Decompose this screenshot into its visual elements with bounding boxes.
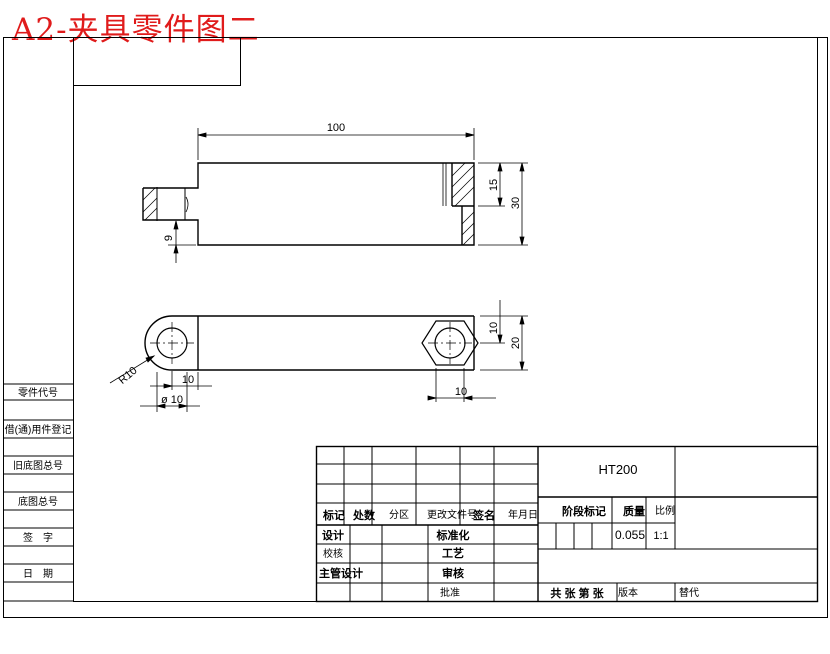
- material-label: HT200: [598, 462, 637, 477]
- dim-slot-depth: 9: [163, 235, 175, 241]
- rev-header-mark: 标记: [322, 508, 345, 522]
- rev-header-date: 年月日: [508, 508, 538, 521]
- sign-row-process: 工艺: [442, 546, 464, 560]
- sign-row-design: 设计: [322, 528, 344, 542]
- stage-mark-label: 阶段标记: [562, 504, 606, 518]
- side-label-signature: 签 字: [23, 531, 53, 544]
- sign-row-review: 审核: [442, 566, 464, 580]
- drawing-title: A2-夹具零件图二: [12, 12, 260, 48]
- version-label: 版本: [618, 586, 638, 599]
- side-label-date: 日 期: [23, 568, 53, 580]
- dim-radius: R10: [116, 365, 139, 387]
- sign-row-approve: 批准: [440, 586, 460, 599]
- dim-step-height: 15: [488, 179, 500, 191]
- dim-total-height: 30: [510, 197, 522, 209]
- outer-border: [3, 37, 828, 618]
- centerlines: [150, 322, 472, 364]
- rev-header-doc-no: 更改文件号: [427, 508, 477, 521]
- side-label-part-code: 零件代号: [18, 387, 58, 399]
- dim-hex-half: 10: [488, 322, 500, 334]
- front-dims: [168, 128, 528, 263]
- title-block-grid: [315, 445, 819, 603]
- dim-width: 20: [510, 337, 522, 349]
- side-label-old-drawing: 旧底图总号: [13, 459, 63, 472]
- mass-label: 质量: [623, 504, 645, 518]
- top-left-box: [73, 37, 241, 86]
- scale-label: 比例: [655, 504, 675, 517]
- side-label-borrowed: 借(通)用件登记: [5, 423, 72, 436]
- top-dims: [109, 300, 528, 412]
- dim-hole-diameter: ø 10: [161, 394, 183, 406]
- sign-row-check: 校核: [323, 547, 343, 560]
- sign-row-standard: 标准化: [436, 528, 470, 542]
- left-strip: [3, 383, 73, 602]
- rev-header-count: 处数: [352, 508, 376, 522]
- front-view: [142, 162, 475, 246]
- dim-length: 100: [327, 122, 345, 134]
- scale-value: 1:1: [653, 530, 668, 542]
- sheet-label: 共 张 第 张: [550, 586, 604, 600]
- mass-value: 0.055: [615, 528, 645, 542]
- side-label-drawing-no: 底图总号: [18, 495, 58, 508]
- replace-label: 替代: [679, 586, 699, 599]
- rev-header-sign: 签名: [472, 508, 495, 522]
- rev-header-zone: 分区: [389, 509, 409, 521]
- sign-row-chief: 主管设计: [319, 566, 363, 580]
- dim-hex-flat: 10: [455, 386, 467, 398]
- dim-boss-offset: 10: [182, 374, 194, 386]
